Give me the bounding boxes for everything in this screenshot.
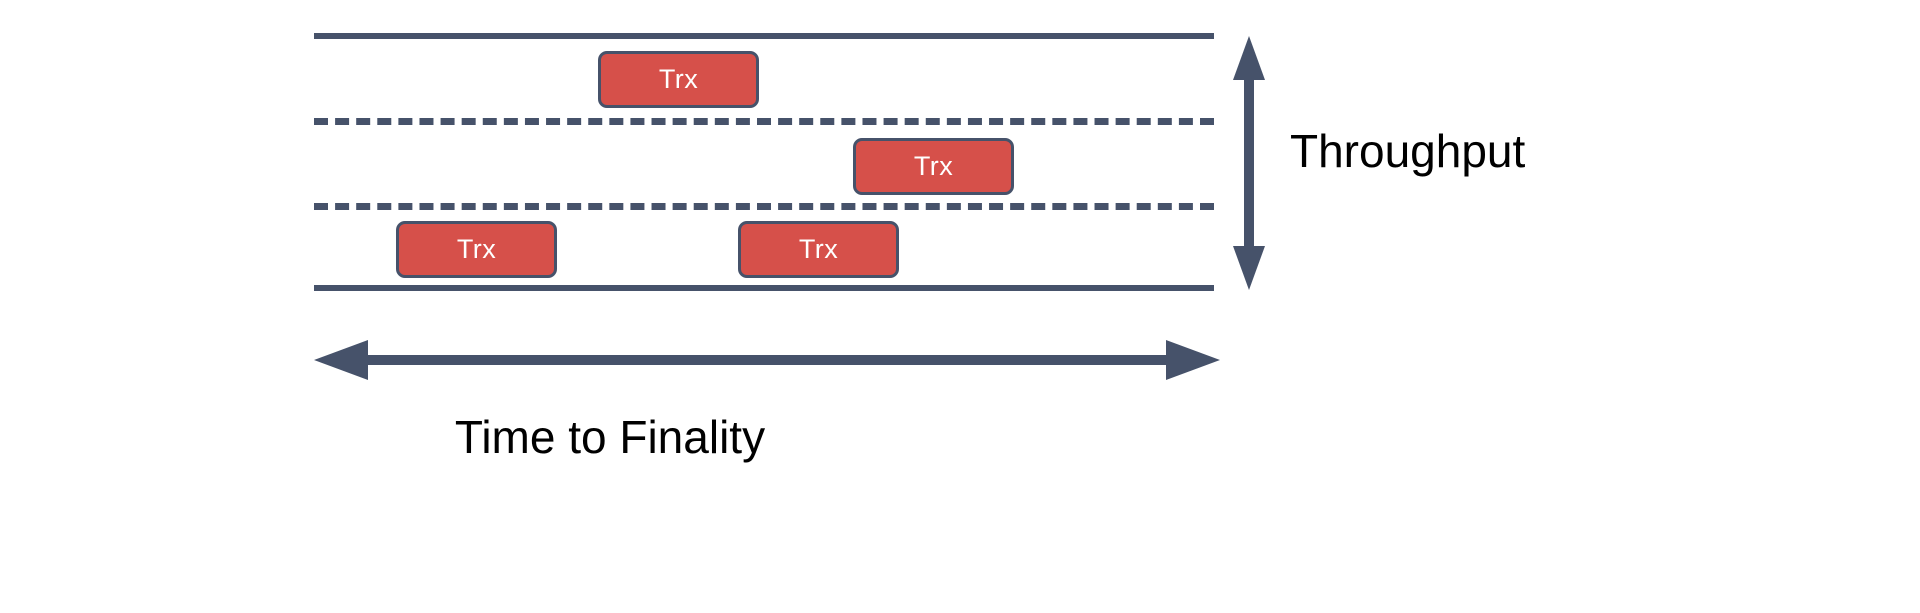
lane-boundary-top <box>314 33 1214 39</box>
left-right-arrow-icon <box>312 330 1222 390</box>
time-to-finality-axis-label: Time to Finality <box>454 411 766 463</box>
transaction-box: Trx <box>738 221 899 278</box>
throughput-axis-label: Throughput <box>1290 125 1526 177</box>
transaction-box: Trx <box>853 138 1014 195</box>
transaction-box: Trx <box>598 51 759 108</box>
lane-boundary-bottom <box>314 285 1214 291</box>
up-down-arrow-icon <box>1228 34 1270 292</box>
lane-boundary-dashed-upper <box>314 118 1214 125</box>
transaction-box: Trx <box>396 221 557 278</box>
lane-boundary-dashed-lower <box>314 203 1214 210</box>
